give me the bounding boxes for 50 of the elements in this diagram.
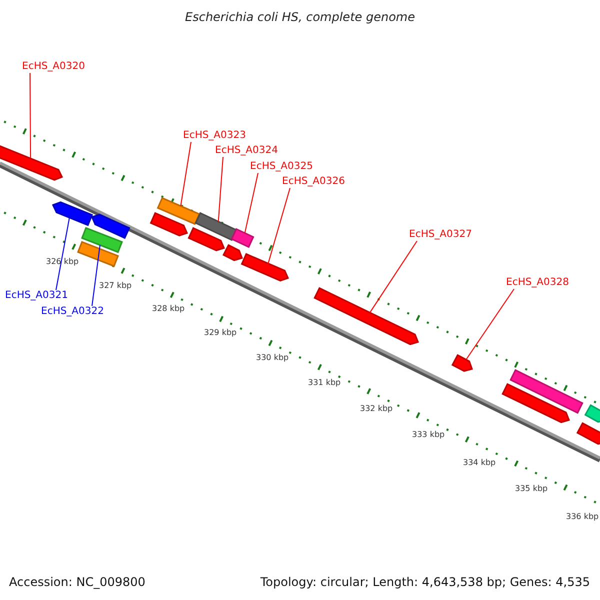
gene-block (194, 212, 238, 241)
gene-block (222, 244, 243, 262)
leader-line (56, 217, 70, 290)
leader-line (218, 156, 224, 222)
gene-block (188, 227, 226, 252)
leader-line (244, 172, 258, 234)
scale-label: 330 kbp (256, 352, 289, 364)
scale-label: 328 kbp (152, 303, 185, 315)
gene-block (230, 228, 254, 248)
gene-label: EcHS_A0328 (506, 277, 569, 289)
scale-label: 334 kbp (463, 457, 496, 469)
gene-block (150, 212, 188, 236)
gene-block (240, 253, 290, 282)
gene-block (0, 144, 64, 181)
leader-line (30, 72, 32, 159)
gene-label: EcHS_A0322 (41, 306, 104, 318)
scale-label: 331 kbp (308, 377, 341, 389)
leader-line (369, 240, 418, 314)
map-title: Escherichia coli HS, complete genome (184, 11, 416, 23)
gene-block (451, 354, 473, 372)
gene-block (576, 422, 600, 445)
gene-block (584, 404, 600, 423)
gene-label: EcHS_A0321 (5, 290, 68, 302)
gene-label: EcHS_A0326 (282, 176, 345, 188)
leader-line (268, 188, 290, 264)
gene-block (52, 201, 94, 226)
gene-block (502, 383, 570, 424)
gene-label: EcHS_A0320 (22, 61, 85, 73)
gene-block (90, 214, 130, 239)
gene-label: EcHS_A0327 (409, 229, 472, 241)
scale-label: 335 kbp (515, 483, 548, 495)
scale-label: 333 kbp (412, 429, 445, 441)
gene-block (314, 287, 419, 346)
scale-label: 326 kbp (46, 256, 79, 268)
gene-label: EcHS_A0323 (183, 130, 246, 142)
scale-label: 327 kbp (99, 280, 132, 292)
gene-block (510, 369, 584, 414)
gene-block (77, 240, 119, 268)
scale-label: 332 kbp (360, 403, 393, 415)
leader-line (92, 244, 100, 306)
scale-label: 329 kbp (204, 327, 237, 339)
leader-line (466, 288, 514, 360)
genome-info-text: Topology: circular; Length: 4,643,538 bp; Genes: 4,535 (260, 575, 590, 589)
gene-block (81, 226, 123, 254)
gene-label: EcHS_A0324 (215, 145, 278, 157)
accession-text: Accession: NC_009800 (9, 575, 146, 589)
gene-label: EcHS_A0325 (250, 161, 313, 173)
leader-line (180, 142, 192, 206)
gene-block (156, 197, 200, 225)
scale-label: 336 kbp (566, 511, 599, 523)
